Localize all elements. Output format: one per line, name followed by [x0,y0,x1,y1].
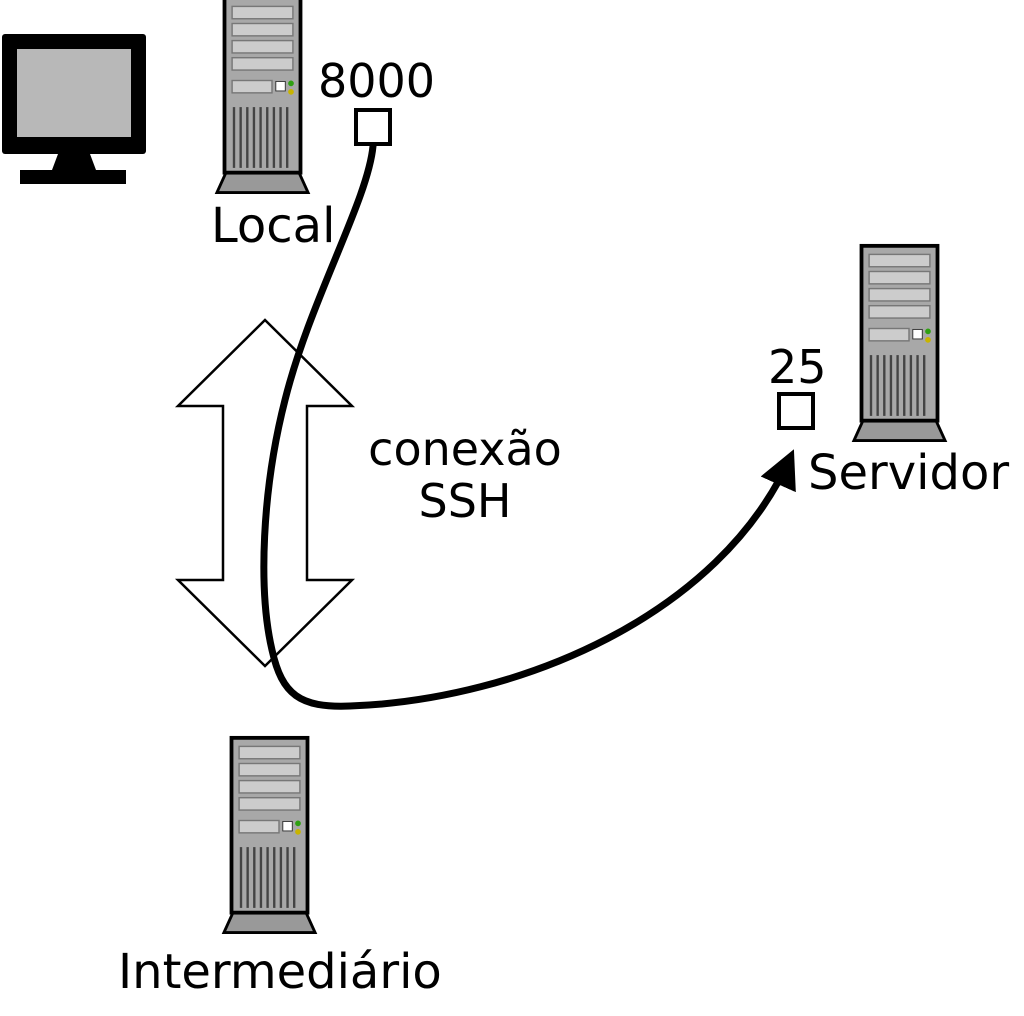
servidor-port-label: 25 [768,340,827,394]
servidor-label: Servidor [808,445,1009,501]
local-label: Local [211,198,335,254]
intermediario-tower-icon [221,735,318,935]
monitor-icon [2,34,146,184]
local-port-label: 8000 [318,54,435,108]
local-tower-icon [214,0,311,195]
servidor-port-box [777,392,815,430]
connection-label-line1: conexão [368,422,562,476]
intermediario-label: Intermediário [118,944,442,1000]
local-port-box [354,108,392,146]
servidor-tower-icon [852,243,947,443]
connection-label-line2: SSH [419,474,512,528]
tunnel-cable [260,142,796,710]
